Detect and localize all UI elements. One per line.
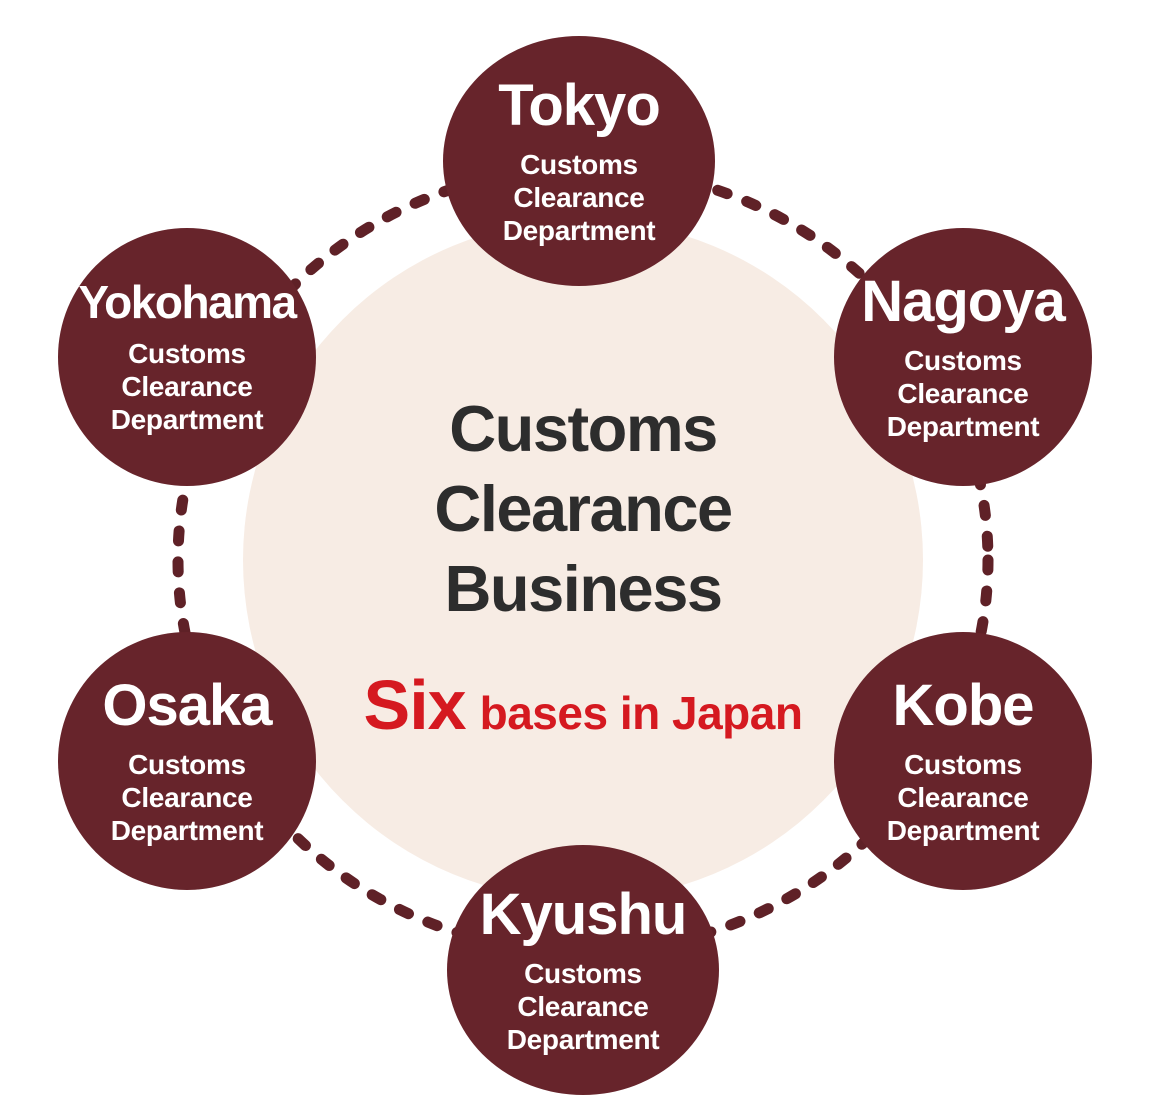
node-dept-line: Customs [524, 957, 642, 989]
node-dept-label: Customs Clearance Department [111, 748, 264, 847]
node-dept-line: Clearance [121, 371, 253, 403]
center-title-line: Business [444, 552, 723, 625]
node-dept-line: Customs [128, 748, 246, 780]
node-dept-line: Department [886, 814, 1040, 846]
node-dept-line: Customs [904, 344, 1022, 376]
node-dept-line: Clearance [517, 990, 649, 1022]
node-dept-line: Department [110, 404, 264, 436]
node-dept-line: Clearance [897, 781, 1029, 813]
node-dept-line: Clearance [121, 781, 253, 813]
node-dept-line: Customs [128, 338, 246, 370]
node-dept-line: Department [506, 1023, 660, 1055]
node-city-label: Kobe [892, 673, 1035, 739]
node-dept-label: Customs Clearance Department [887, 748, 1040, 847]
subtitle-emphasis: Six [363, 666, 467, 744]
node-osaka: Osaka Customs Clearance Department [58, 632, 316, 890]
node-kobe: Kobe Customs Clearance Department [834, 632, 1092, 890]
node-kyushu: Kyushu Customs Clearance Department [447, 845, 719, 1095]
node-dept-line: Customs [520, 148, 638, 180]
node-yokohama: Yokohama Customs Clearance Department [58, 228, 316, 486]
node-tokyo: Tokyo Customs Clearance Department [443, 36, 715, 286]
node-city-label: Nagoya [861, 269, 1066, 335]
node-dept-line: Clearance [897, 377, 1029, 409]
node-city-label: Yokohama [78, 275, 297, 328]
node-dept-line: Department [502, 214, 656, 246]
center-title-line: Clearance [434, 472, 733, 545]
node-dept-label: Customs Clearance Department [507, 957, 660, 1056]
node-city-label: Osaka [102, 673, 272, 739]
node-dept-line: Department [110, 814, 264, 846]
node-dept-label: Customs Clearance Department [887, 344, 1040, 443]
center-title: Customs Clearance Business [434, 389, 733, 629]
node-city-label: Tokyo [498, 73, 660, 139]
node-dept-label: Customs Clearance Department [111, 337, 264, 436]
node-dept-line: Department [886, 410, 1040, 442]
node-city-label: Kyushu [479, 882, 688, 948]
node-dept-line: Clearance [513, 181, 645, 213]
node-nagoya: Nagoya Customs Clearance Department [834, 228, 1092, 486]
center-title-line: Customs [449, 392, 718, 465]
subtitle-rest: bases in Japan [479, 687, 803, 739]
node-dept-line: Customs [904, 748, 1022, 780]
node-dept-label: Customs Clearance Department [503, 148, 656, 247]
